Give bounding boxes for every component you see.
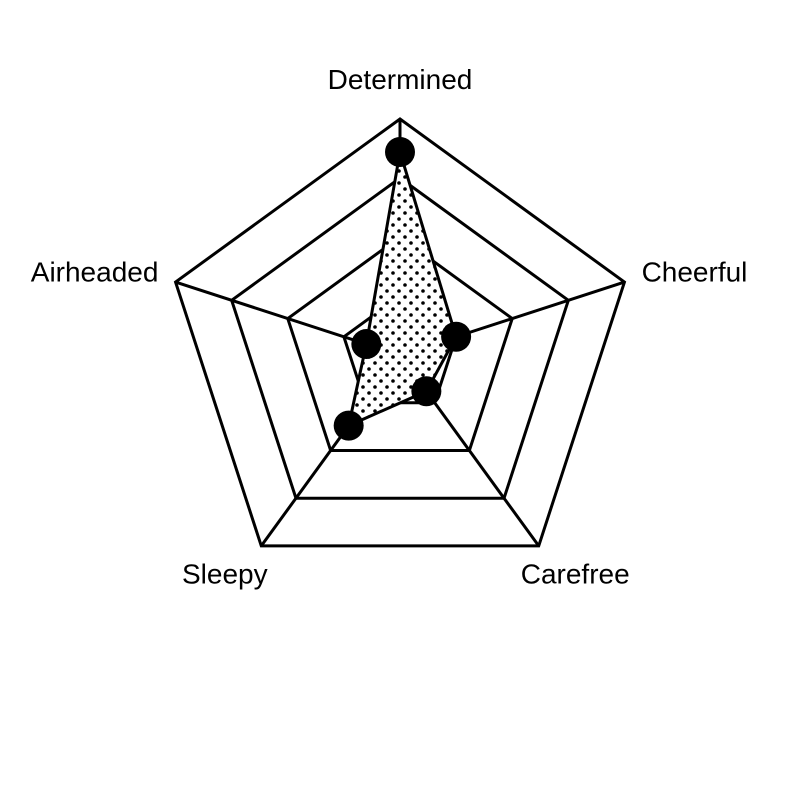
axis-label-sleepy: Sleepy bbox=[182, 559, 268, 590]
series-area-0 bbox=[346, 151, 458, 429]
grid-ring-4 bbox=[173, 117, 627, 548]
data-point-determined bbox=[385, 137, 415, 168]
data-point-sleepy bbox=[333, 410, 364, 441]
axis-label-airheaded: Airheaded bbox=[31, 256, 159, 287]
grid-ring-2 bbox=[286, 235, 514, 452]
data-point-cheerful bbox=[441, 321, 472, 352]
radar-data-area-layer bbox=[346, 151, 458, 429]
axis-label-carefree: Carefree bbox=[521, 559, 630, 590]
axis-label-cheerful: Cheerful bbox=[642, 256, 748, 287]
grid-ring-3 bbox=[229, 176, 571, 500]
axis-label-determined: Determined bbox=[328, 64, 473, 95]
radar-markers bbox=[333, 137, 472, 441]
data-point-carefree bbox=[411, 376, 442, 407]
data-point-airheaded bbox=[351, 329, 382, 360]
